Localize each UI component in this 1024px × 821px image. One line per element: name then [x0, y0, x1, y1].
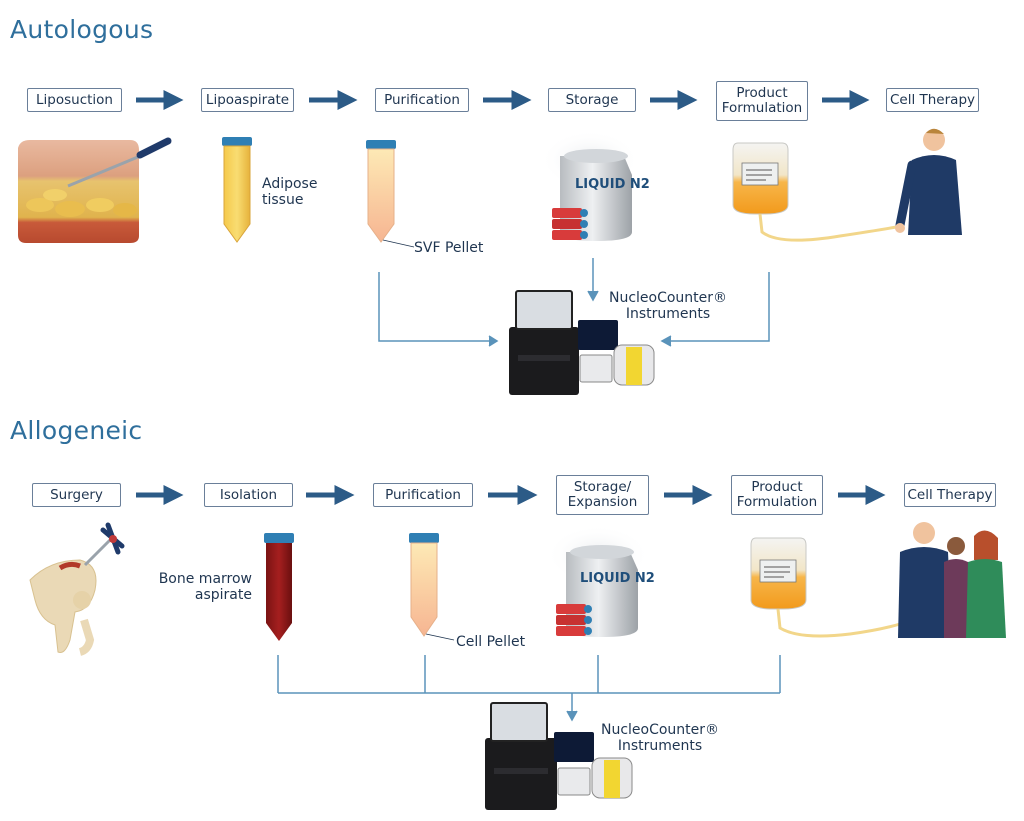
connectors-autologous: [378, 258, 770, 347]
tank-label: LIQUID N2: [580, 571, 655, 586]
cell-pellet-label: Cell Pellet: [456, 634, 526, 650]
tube-icon: [222, 137, 252, 243]
svf-pellet-label: SVF Pellet: [414, 240, 484, 256]
allogeneic-title: Allogeneic: [10, 416, 143, 445]
adipose-tissue-label: Adipose tissue: [262, 176, 318, 208]
step-surgery: Surgery: [32, 483, 121, 507]
step-isolation: Isolation: [204, 483, 293, 507]
step-purification: Purification: [373, 483, 473, 507]
tube-icon: [366, 140, 415, 248]
iv-bag-icon: [750, 537, 901, 638]
cell-flask-icon: [556, 604, 592, 636]
step-liposuction: Liposuction: [27, 88, 122, 112]
iv-bag-icon: [732, 142, 903, 242]
tube-icon: [264, 533, 294, 641]
instruments-label: NucleoCounter® Instruments: [608, 290, 728, 322]
autologous-title: Autologous: [10, 15, 154, 44]
nucleocounter-instrument: [485, 702, 633, 810]
tube-icon: [409, 533, 455, 641]
step-lipoaspirate: Lipoaspirate: [201, 88, 294, 112]
step-storage: Storage: [548, 88, 636, 112]
step-storage-expansion: Storage/ Expansion: [556, 475, 649, 515]
step-product-formulation: Product Formulation: [731, 475, 823, 515]
instruments-label: NucleoCounter® Instruments: [600, 722, 720, 754]
patient-figure: [895, 128, 962, 235]
step-product-formulation: Product Formulation: [716, 81, 808, 121]
cell-flask-icon: [552, 208, 588, 240]
liquid-nitrogen-tank-icon: LIQUID N2: [546, 525, 655, 637]
step-purification: Purification: [375, 88, 469, 112]
step-cell-therapy: Cell Therapy: [886, 88, 979, 112]
nucleocounter-instrument: [509, 290, 655, 395]
patient-figure: [898, 522, 1006, 638]
hip-bone-icon: [29, 522, 125, 656]
tissue-illustration: [18, 140, 139, 243]
bone-marrow-aspirate-label: Bone marrow aspirate: [158, 571, 252, 603]
tank-label: LIQUID N2: [575, 177, 650, 192]
syringe-icon: [67, 137, 172, 188]
connectors-allogeneic: [277, 655, 781, 722]
step-cell-therapy: Cell Therapy: [904, 483, 996, 507]
